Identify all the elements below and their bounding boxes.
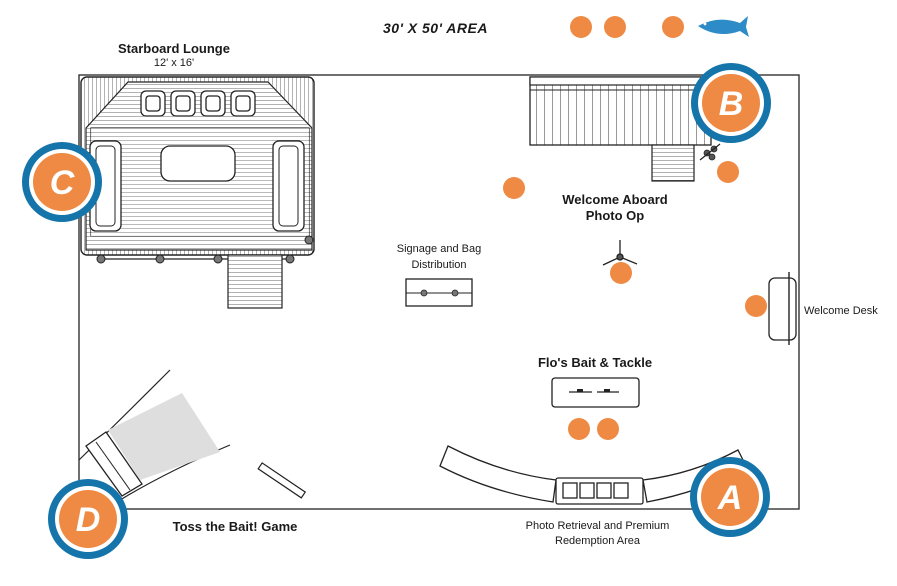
camera-light-icon [699,143,721,161]
badge-c: C [22,142,102,222]
toss-game-board [257,462,307,499]
guest-dot-icon [745,295,767,317]
guest-dot-icon [717,161,739,183]
starboard-lounge-size: 12' x 16' [153,57,195,69]
badge-d: D [48,479,128,559]
guest-dot-icon [568,418,590,440]
lounge-sofa-right [272,140,305,232]
badge-a: A [690,457,770,537]
starboard-lounge-title: Starboard Lounge [118,41,230,56]
legend-icons [570,16,749,38]
signage-label-line1: Signage and Bag [396,243,482,255]
photo-op-steps [651,144,695,182]
guest-dot-icon [503,177,525,199]
toss-game-zone [108,393,220,480]
welcome-desk-label: Welcome Desk [804,305,878,317]
area-outline [78,74,800,510]
welcome-photo-label-line2: Photo Op [585,208,645,223]
badge-a-letter: A [717,479,743,517]
bait-tackle-counter [551,377,640,408]
diagram-title: 30' X 50' AREA [383,20,488,36]
lounge-ramp [227,254,283,309]
bait-tackle-label: Flo's Bait & Tackle [537,355,653,370]
signage-label-line2: Distribution [411,259,467,271]
photo-op-deck [529,76,721,182]
signage-table [405,278,473,307]
badge-d-letter: D [76,501,101,539]
lounge-coffee-table [160,145,236,182]
fish-icon [698,16,749,37]
lounge-chairs [140,90,256,117]
guest-markers [503,161,767,440]
guest-dot-icon [597,418,619,440]
photo-retrieval-label-line1: Photo Retrieval and Premium [525,520,670,532]
toss-game-area [78,369,307,501]
badge-b-letter: B [719,85,744,123]
starboard-lounge [80,76,315,309]
badge-b: B [691,63,771,143]
guest-dot-icon [570,16,592,38]
guest-dot-icon [604,16,626,38]
badge-c-letter: C [50,164,75,202]
guest-dot-icon [610,262,632,284]
camera-tripod-icon [602,240,638,266]
toss-game-label: Toss the Bait! Game [172,519,298,534]
welcome-desk [768,272,797,345]
guest-dot-icon [662,16,684,38]
photo-retrieval-label-line2: Redemption Area [555,535,640,547]
welcome-photo-label-line1: Welcome Aboard [562,192,668,207]
